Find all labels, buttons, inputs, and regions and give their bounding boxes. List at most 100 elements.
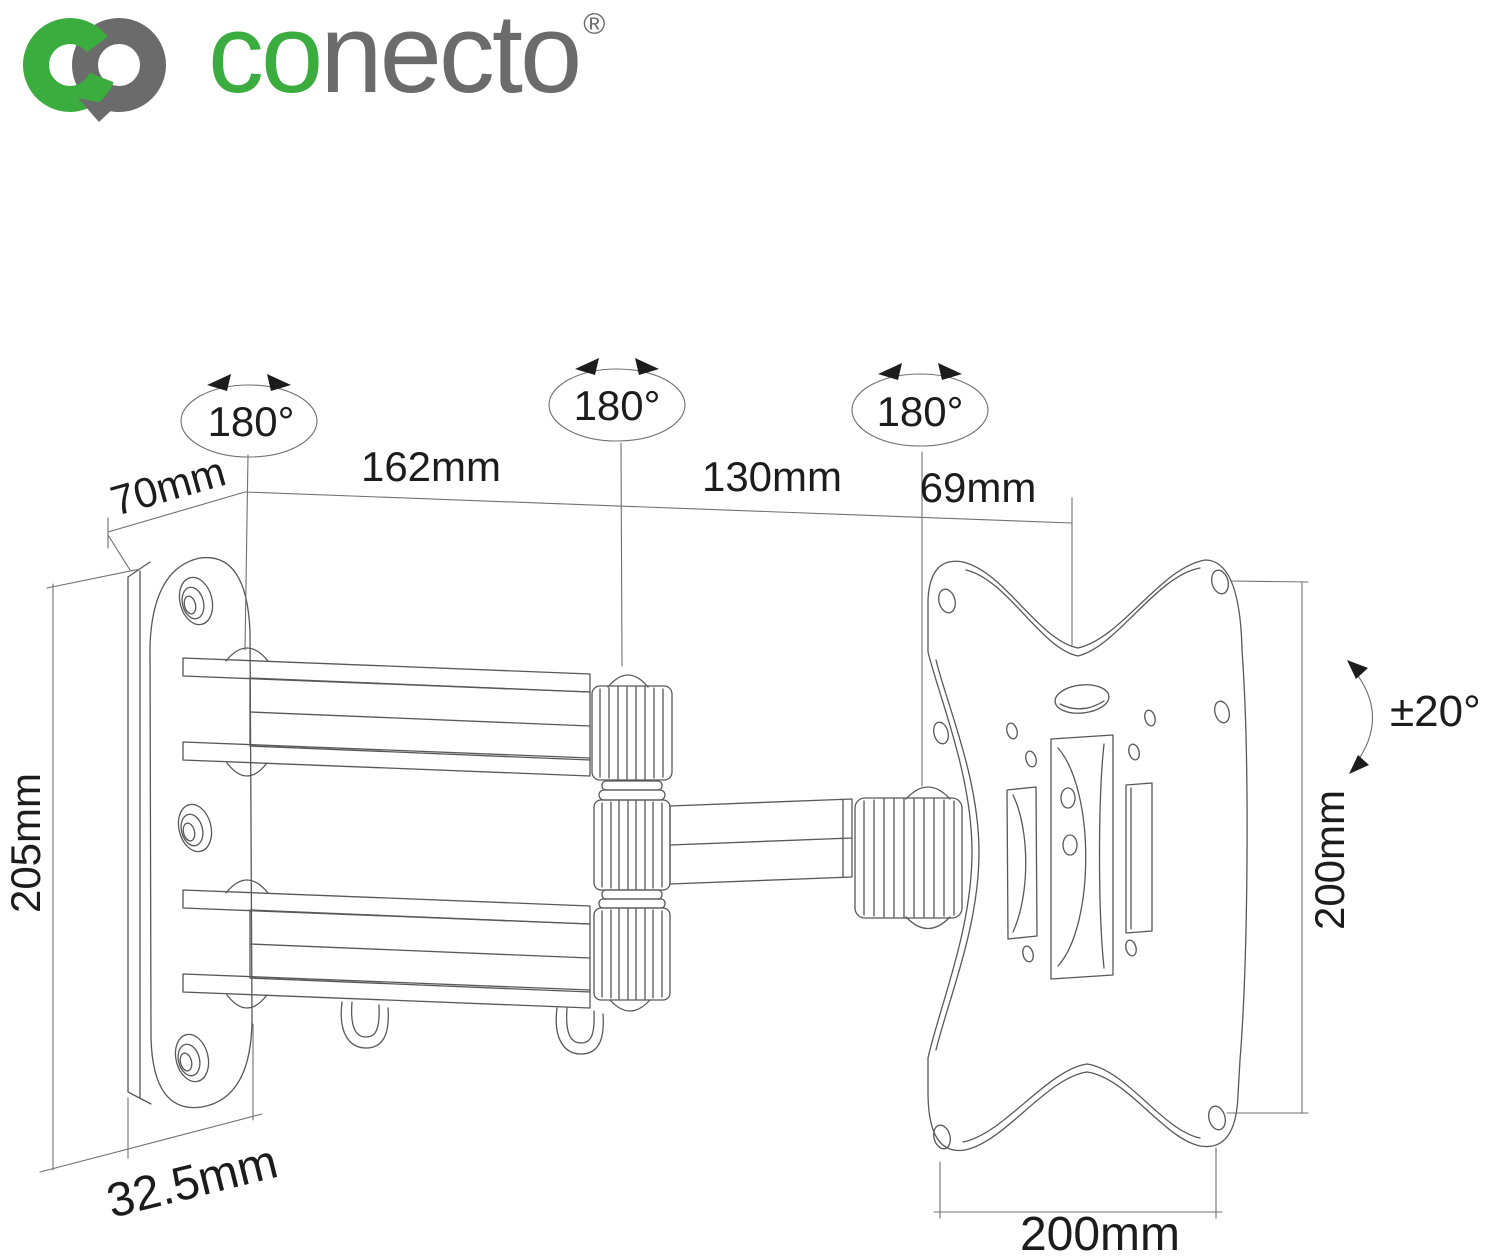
dim-height-205mm-offset-32mm <box>39 568 263 1173</box>
center-joint-knurl-top-lines <box>599 686 664 780</box>
tilt-indicator <box>1347 660 1373 774</box>
wall-plate-screw-hole-middle <box>177 803 213 853</box>
vesa-plate-thickness-left <box>935 659 980 1051</box>
vesa-mid-holes <box>933 700 1230 745</box>
center-joint-dome-bottom <box>609 999 651 1012</box>
label-arm-segment-1: 162mm <box>361 443 501 490</box>
vesa-inner-holes <box>1006 709 1156 963</box>
label-swivel-3: 180° <box>877 388 964 435</box>
swivel-ellipse-1 <box>180 384 318 458</box>
logo-c-shape <box>23 18 117 112</box>
upper-arm-top-plate <box>182 657 591 693</box>
rotation-indicators <box>180 358 989 458</box>
label-arm-segment-2: 130mm <box>702 453 842 500</box>
wall-plate-side-edge <box>127 561 152 1105</box>
label-vesa-width: 200mm <box>1020 1208 1180 1257</box>
center-joint-washer-2 <box>598 789 666 801</box>
end-joint-knurl <box>854 797 963 919</box>
brand-wordmark: conecto® <box>208 0 605 110</box>
center-joint-knurl-bottom-lines <box>601 908 663 1000</box>
lower-arm <box>182 879 591 1009</box>
forearm <box>669 798 853 885</box>
wall-plate <box>127 556 253 1109</box>
label-wall-height: 205mm <box>2 773 49 913</box>
vesa-plate-thickness-bottom <box>962 1063 1201 1143</box>
dim-depth-70mm <box>107 491 246 571</box>
label-arm-segment-3: 69mm <box>920 464 1037 511</box>
upper-arm-bottom-plate <box>182 741 591 777</box>
tilt-arrow-down <box>1349 755 1369 774</box>
label-swivel-2: 180° <box>574 382 661 429</box>
logo-pin-tail <box>78 98 116 122</box>
dim-vesa-height-200mm <box>1226 580 1309 1114</box>
upper-arm-bar-line <box>249 711 591 727</box>
wall-plate-screw-hole-top <box>178 576 214 626</box>
label-tilt: ±20° <box>1390 687 1481 736</box>
lower-arm-top-plate <box>182 889 591 925</box>
label-swivel-1: 180° <box>208 398 295 445</box>
tilt-arc <box>1351 667 1373 767</box>
dim-vesa-width-200mm <box>933 1147 1223 1219</box>
end-joint <box>854 786 963 930</box>
vesa-right-slot <box>1125 782 1153 934</box>
upper-arm-pivot-dome-top <box>225 647 269 662</box>
center-joint-washer-4 <box>598 898 666 909</box>
upper-arm <box>182 647 591 777</box>
center-joint-knurl-mid-lines <box>601 800 663 890</box>
tilt-arrow-up <box>1347 660 1368 679</box>
lower-arm-pivot-dome-bottom <box>226 994 268 1009</box>
wall-plate-face <box>149 556 253 1109</box>
vesa-cable-oval <box>1054 684 1110 714</box>
brand-logo: conecto® <box>12 0 732 128</box>
vesa-center-slot <box>1050 734 1114 980</box>
cable-clips <box>340 1001 604 1055</box>
dimension-lines <box>39 442 1309 1219</box>
wall-plate-screw-hole-bottom <box>174 1033 210 1083</box>
label-vesa-height: 200mm <box>1306 790 1353 930</box>
label-wall-depth: 70mm <box>105 447 230 524</box>
vesa-slot-bolt-1 <box>1060 787 1076 809</box>
cable-clip-left <box>340 1001 389 1049</box>
vesa-plate <box>927 559 1248 1152</box>
lower-arm-bottom-plate <box>182 973 591 1009</box>
center-joint-knurl-bottom <box>593 907 671 1001</box>
vesa-center-slot-cam <box>1057 743 1105 969</box>
vesa-left-slot-arc <box>1012 794 1027 933</box>
logo-o-shape <box>72 18 166 112</box>
swivel-arrow-1-right <box>267 374 291 391</box>
cable-clip-right <box>555 1007 604 1055</box>
wordmark-gray-part: necto <box>320 0 582 116</box>
swivel-arrow-2-right <box>635 358 659 375</box>
vesa-corner-holes <box>933 569 1229 1150</box>
center-joint-washer-3 <box>601 889 663 900</box>
end-joint-knurl-lines <box>863 798 955 918</box>
swivel-arrow-3-left <box>878 363 902 380</box>
end-joint-dome-top <box>905 786 951 800</box>
registered-mark: ® <box>583 8 606 41</box>
swivel-arrow-1-left <box>207 374 231 391</box>
dim-ext-joint2 <box>620 442 623 667</box>
swivel-arrow-3-right <box>938 363 962 380</box>
center-joint-knurl-top <box>591 685 673 781</box>
vesa-cable-oval-lip <box>1059 700 1105 710</box>
lower-arm-bar-line <box>249 943 591 959</box>
dim-ext-joint1 <box>244 454 249 651</box>
swivel-arrow-2-left <box>575 358 599 375</box>
forearm-bar <box>669 798 853 885</box>
dimension-labels: 180° 180° 180° 70mm 162mm 130mm 69mm 205… <box>2 382 1481 1257</box>
wordmark-green-part: co <box>208 0 323 116</box>
center-joint-dome-top <box>607 674 649 688</box>
dim-line-top <box>244 491 1073 524</box>
brand-logo-icon <box>23 18 166 122</box>
end-joint-dome-bottom <box>905 916 951 930</box>
vesa-plate-thickness-top <box>965 567 1201 657</box>
swivel-ellipse-2 <box>548 368 686 442</box>
center-joint-column <box>591 674 673 1012</box>
vesa-plate-outline <box>927 559 1248 1152</box>
lower-arm-pivot-dome-top <box>225 879 269 894</box>
vesa-slot-bolt-2 <box>1062 834 1078 856</box>
swivel-ellipse-3 <box>851 373 989 447</box>
center-joint-washer-1 <box>601 780 663 791</box>
